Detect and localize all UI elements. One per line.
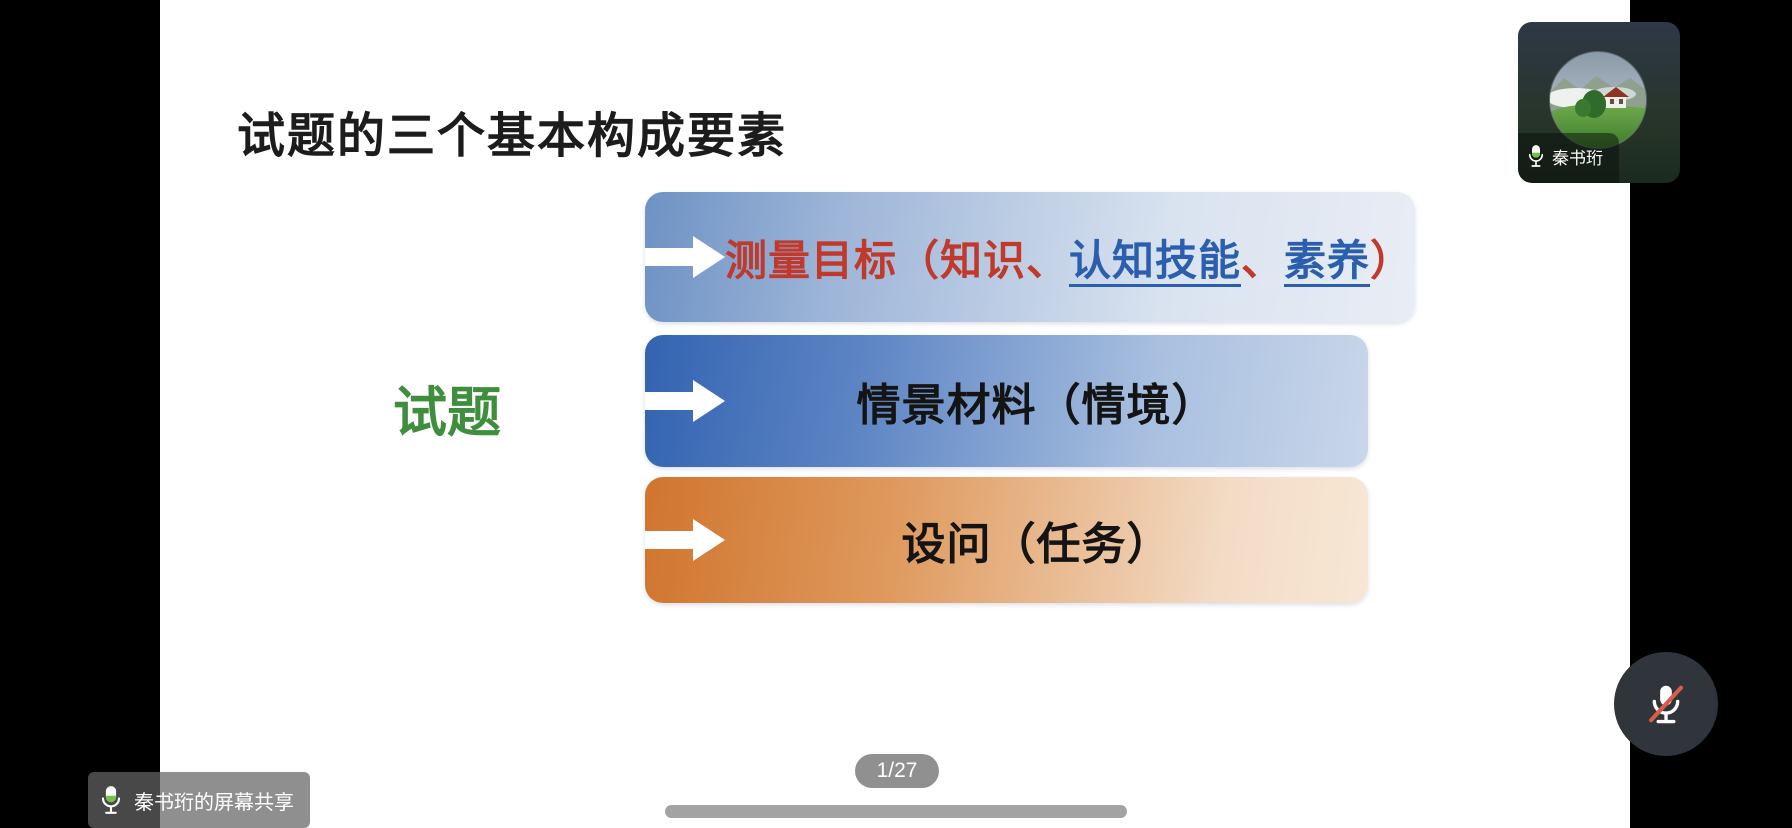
text-segment: ）	[1370, 238, 1414, 285]
text-segment: 测量目标（知识、	[724, 238, 1069, 285]
text-segment-link: 认知技能	[1068, 238, 1241, 285]
bar-question-task: 设问（任务）	[645, 477, 1368, 603]
right-arrow-icon	[645, 380, 725, 422]
text-segment: 、	[1240, 238, 1284, 285]
avatar	[1550, 52, 1646, 148]
page-indicator-label: 1/27	[876, 759, 918, 782]
bar-context-material: 情景材料（情境）	[645, 335, 1368, 467]
bar-context-material-text: 情景材料（情境）	[856, 381, 1217, 430]
mic-muted-icon	[1648, 685, 1684, 724]
screen-share-banner: 秦书珩的屏幕共享	[88, 772, 310, 828]
mic-live-icon	[1528, 145, 1544, 167]
right-arrow-icon	[645, 236, 725, 278]
mic-live-icon	[101, 786, 121, 814]
horizontal-scrollbar[interactable]	[665, 805, 1127, 818]
mute-button[interactable]	[1614, 652, 1718, 756]
landscape-avatar-image	[1550, 52, 1646, 148]
bar-measurement-target-text: 测量目标（知识、认知技能、素养）	[725, 227, 1413, 288]
right-arrow-icon	[645, 519, 725, 561]
participant-name-badge: 秦书珩	[1518, 133, 1619, 183]
participant-video-tile[interactable]: 秦书珩	[1518, 22, 1680, 183]
participant-name: 秦书珩	[1552, 148, 1603, 168]
bar-measurement-target: 测量目标（知识、认知技能、素养）	[645, 192, 1415, 322]
slide-side-label: 试题	[393, 383, 501, 443]
text-segment-link: 素养	[1284, 238, 1371, 285]
bar-question-task-text: 设问（任务）	[901, 520, 1172, 569]
page-indicator: 1/27	[855, 754, 939, 788]
letterbox-left	[0, 0, 160, 828]
screen-share-banner-label: 秦书珩的屏幕共享	[134, 791, 294, 814]
slide-title: 试题的三个基本构成要素	[237, 110, 788, 163]
